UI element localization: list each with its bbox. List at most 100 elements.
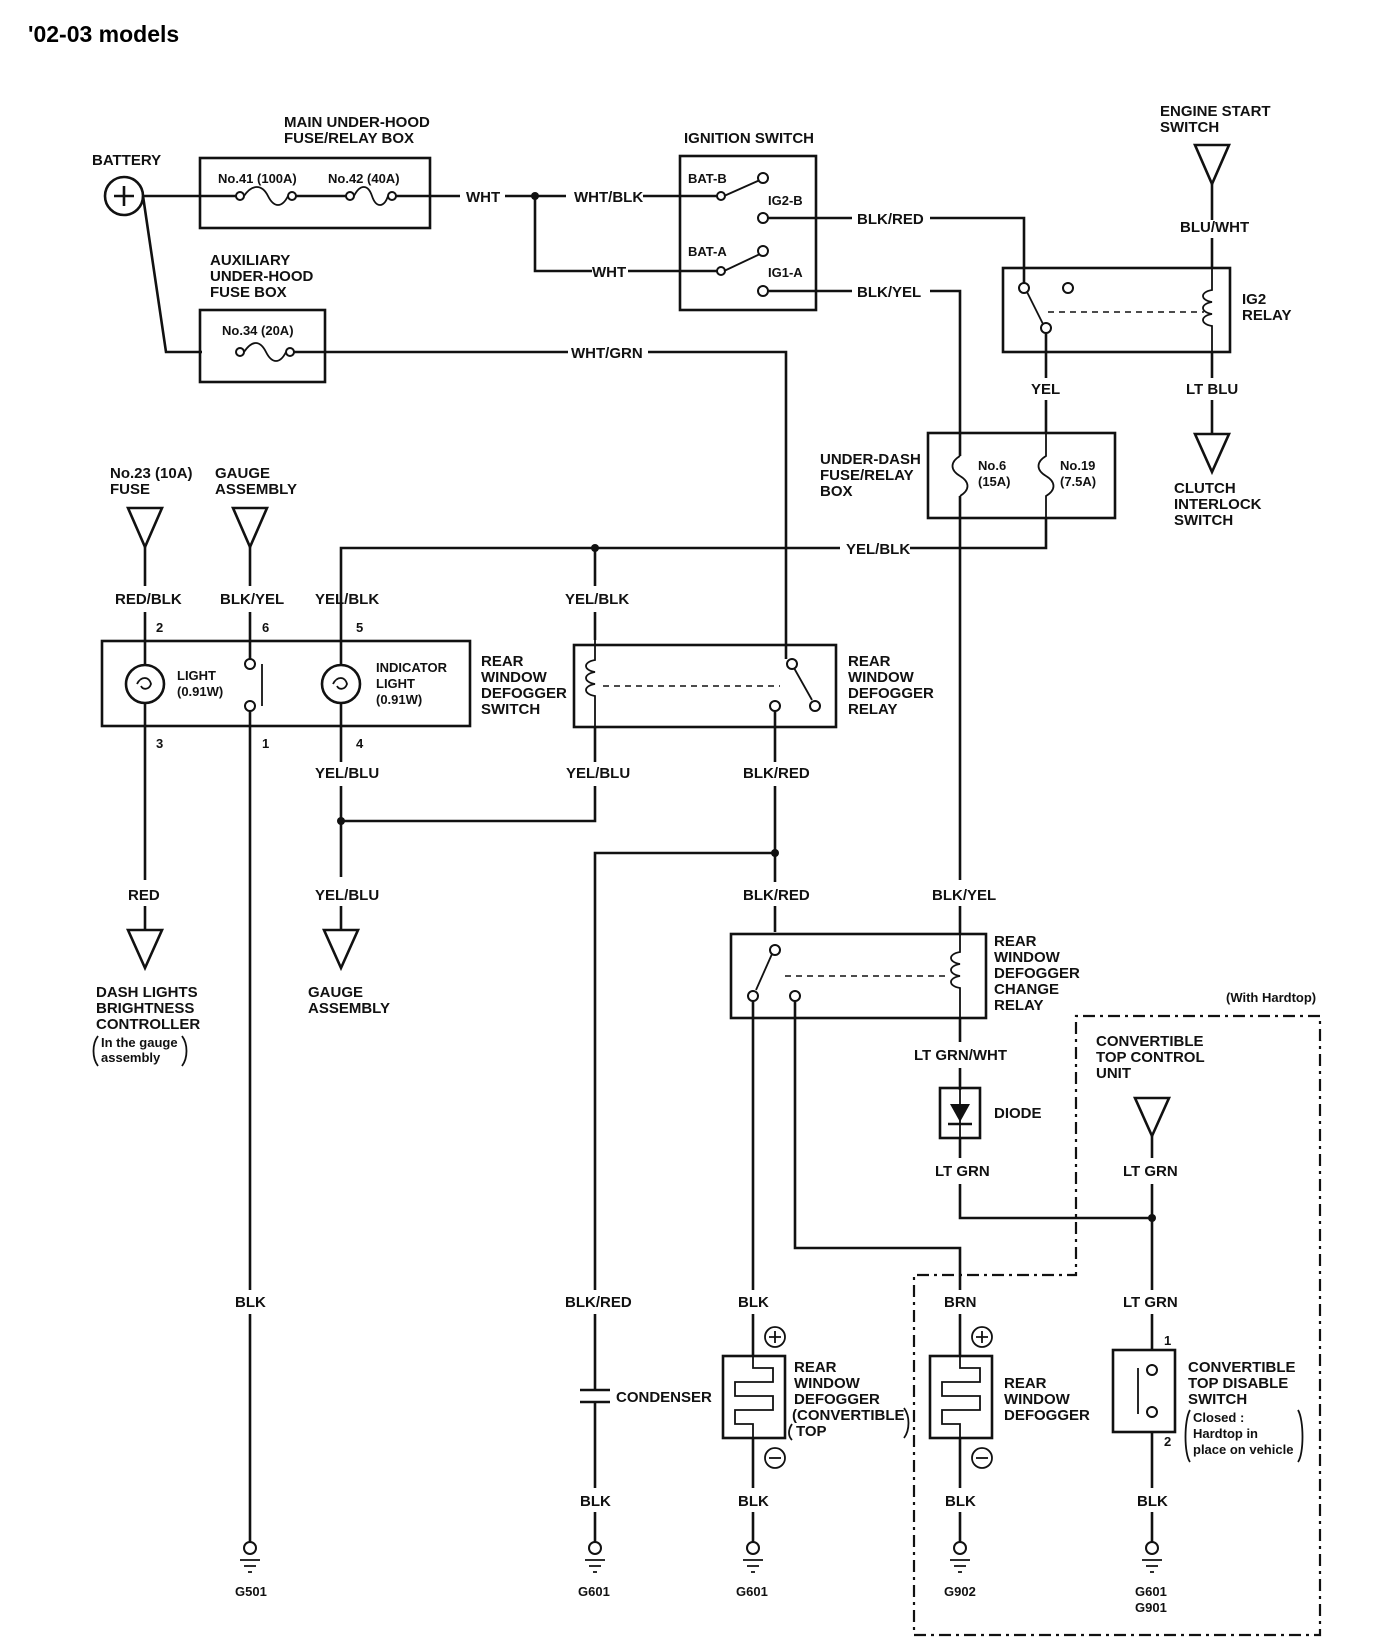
auxiliary-fuse-box: AUXILIARY UNDER-HOOD FUSE BOX No.34 (20A…: [198, 252, 568, 384]
ctrl-label-3: UNIT: [1096, 1065, 1131, 1082]
conv-defog-label-1: REAR: [794, 1359, 837, 1376]
wire-label-blk-3: BLK: [580, 1493, 611, 1510]
battery: BATTERY: [92, 152, 161, 217]
gauge-bottom-label-1: GAUGE: [308, 984, 363, 1001]
battery-to-aux-wire: [141, 195, 202, 354]
fuse-41-symbol: [243, 186, 289, 206]
wire-label-lt-grn-3: LT GRN: [1123, 1294, 1178, 1311]
fuse-19-label-1: No.19: [1060, 458, 1095, 473]
wire-label-lt-grn: LT GRN: [935, 1163, 990, 1180]
ground-icon: [1142, 1559, 1162, 1573]
pin-5: 5: [356, 620, 363, 635]
engine-start-connector-icon: [1193, 143, 1231, 188]
change-relay-label-1: REAR: [994, 933, 1037, 950]
wire-label-lt-blu: LT BLU: [1186, 381, 1238, 398]
clutch-connector-icon: [1192, 432, 1232, 476]
gauge-top-connector-icon: [231, 506, 269, 551]
change-relay-label-4: CHANGE: [994, 981, 1059, 998]
relay-label-4: RELAY: [848, 701, 897, 718]
defogger-relay-coil: [585, 640, 596, 727]
change-relay-label-3: DEFOGGER: [994, 965, 1080, 982]
fuse-6-symbol: [951, 455, 969, 497]
pin-4: 4: [356, 736, 364, 751]
convertible-top-disable-switch: CONVERTIBLE TOP DISABLE SWITCH Closed : …: [1111, 1348, 1304, 1463]
wire-label-red: RED: [128, 887, 160, 904]
fuse-19-symbol: [1037, 433, 1055, 518]
indicator-label-1: INDICATOR: [376, 660, 448, 675]
disable-label-4: Closed :: [1193, 1410, 1244, 1425]
ground-icon: [743, 1559, 763, 1573]
wire-label-blu-wht: BLU/WHT: [1180, 219, 1249, 236]
fuse-42-label: No.42 (40A): [328, 171, 400, 186]
fuse-6-label-2: (15A): [978, 474, 1011, 489]
dash-lights-label-3: CONTROLLER: [96, 1016, 200, 1033]
under-dash-label-3: BOX: [820, 483, 853, 500]
fuse-42-symbol: [353, 186, 389, 206]
switch-label-4: SWITCH: [481, 701, 540, 718]
indicator-label-3: (0.91W): [376, 692, 422, 707]
relay-label-3: DEFOGGER: [848, 685, 934, 702]
switch-pin-1: 1: [1164, 1333, 1171, 1348]
wire-label-blk-6: BLK: [1137, 1493, 1168, 1510]
aux-label-2: UNDER-HOOD: [210, 268, 313, 285]
ground-label-g601-a: G601: [578, 1584, 610, 1599]
wire-label-wht-2: WHT: [592, 264, 626, 281]
page-title: '02-03 models: [28, 21, 179, 47]
switch-label-1: REAR: [481, 653, 524, 670]
pin-1: 1: [262, 736, 269, 751]
bat-b-label: BAT-B: [688, 171, 727, 186]
main-fuse-box-label-1: MAIN UNDER-HOOD: [284, 114, 430, 131]
ground-g601-g901: G601 G901: [1135, 1541, 1167, 1615]
switch-label-2: WINDOW: [481, 669, 548, 686]
disable-label-6: place on vehicle: [1193, 1442, 1293, 1457]
wire-label-blk-yel-3: BLK/YEL: [932, 887, 996, 904]
relay-label-1: REAR: [848, 653, 891, 670]
aux-label-3: FUSE BOX: [210, 284, 287, 301]
ig2-relay-label-2: RELAY: [1242, 307, 1291, 324]
ignition-switch: IGNITION SWITCH BAT-B IG2-B BAT-A IG1-A: [678, 130, 818, 312]
condenser-symbol: [580, 1388, 610, 1404]
ground-label-g601-c: G601: [1135, 1584, 1167, 1599]
ground-g601-a: G601: [578, 1541, 610, 1599]
wire-label-yel-blk: YEL/BLK: [846, 541, 910, 558]
disable-label-2: TOP DISABLE: [1188, 1375, 1288, 1392]
defogger-grid-icon-2: [941, 1356, 981, 1438]
wire-label-blk-yel-2: BLK/YEL: [220, 591, 284, 608]
defog-label-1: REAR: [1004, 1375, 1047, 1392]
fuse-41-label: No.41 (100A): [218, 171, 297, 186]
engine-start-switch: ENGINE START SWITCH: [1160, 103, 1271, 188]
control-unit-connector-icon: [1132, 1096, 1172, 1140]
rear-window-defogger-relay: [572, 640, 838, 729]
ground-g501: G501: [235, 1541, 267, 1599]
under-dash-fuse-box: UNDER-DASH FUSE/RELAY BOX No.6 (15A) No.…: [820, 431, 1117, 520]
wire-label-lt-grn-wht: LT GRN/WHT: [914, 1047, 1007, 1064]
pin-6: 6: [262, 620, 269, 635]
rear-window-defogger-switch: LIGHT (0.91W) INDICATOR LIGHT (0.91W): [100, 639, 472, 728]
gauge-bottom-label-2: ASSEMBLY: [308, 1000, 390, 1017]
convertible-top-control-unit: CONVERTIBLE TOP CONTROL UNIT: [1096, 1033, 1205, 1140]
engine-start-label-2: SWITCH: [1160, 119, 1219, 136]
wire-label-red-blk: RED/BLK: [115, 591, 182, 608]
engine-start-label-1: ENGINE START: [1160, 103, 1271, 120]
gauge-bottom-connector-icon: [321, 928, 361, 972]
gauge-assembly-bottom-connector: GAUGE ASSEMBLY: [308, 928, 390, 1017]
condenser-label: CONDENSER: [616, 1389, 712, 1406]
disable-label-1: CONVERTIBLE: [1188, 1359, 1296, 1376]
with-hardtop-label: (With Hardtop): [1226, 990, 1316, 1005]
wire-label-blk-yel: BLK/YEL: [857, 284, 921, 301]
wire-label-yel-blk-3: YEL/BLK: [565, 591, 629, 608]
aux-label-1: AUXILIARY: [210, 252, 290, 269]
fuse-23-label-2: FUSE: [110, 481, 150, 498]
wire-label-blk-red: BLK/RED: [857, 211, 924, 228]
indicator-label-2: LIGHT: [376, 676, 415, 691]
fuse-23-label-1: No.23 (10A): [110, 465, 193, 482]
conv-defog-label-2: WINDOW: [794, 1375, 861, 1392]
wire-label-blk-red-2: BLK/RED: [743, 765, 810, 782]
change-relay-label-5: RELAY: [994, 997, 1043, 1014]
light-label-1: LIGHT: [177, 668, 216, 683]
fuse-23-connector: No.23 (10A) FUSE: [110, 465, 193, 551]
disable-label-5: Hardtop in: [1193, 1426, 1258, 1441]
light-label-2: (0.91W): [177, 684, 223, 699]
conv-defog-label-5: TOP: [796, 1423, 827, 1440]
switch-label-3: DEFOGGER: [481, 685, 567, 702]
